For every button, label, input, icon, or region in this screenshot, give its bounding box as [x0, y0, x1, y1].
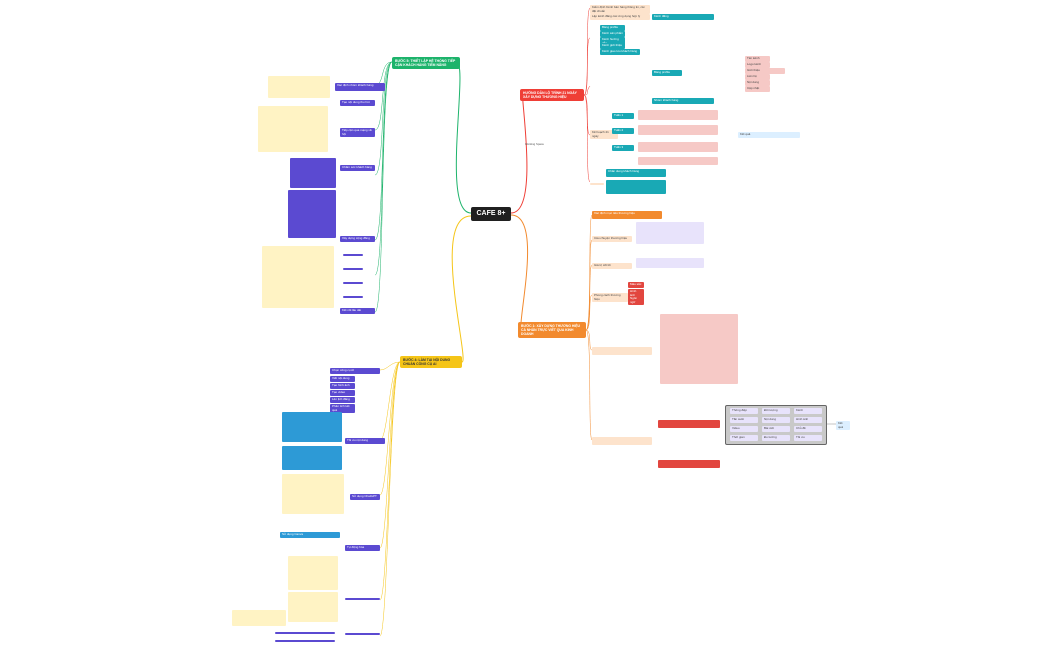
b4-tag-end-1[interactable]: [345, 633, 380, 635]
b5-note-2: [262, 246, 334, 308]
b5-tag-2[interactable]: [343, 282, 363, 284]
week-plan-item-4[interactable]: Tuần 2: [612, 128, 634, 134]
b4-tag-end-2[interactable]: [275, 632, 335, 634]
b1-item-1: Câu chuyện thương hiệu: [592, 236, 632, 242]
week-detail-1: [638, 110, 718, 120]
b5-tag-1[interactable]: [343, 268, 363, 270]
profile-item-2: Giới thiệu: [745, 68, 785, 74]
right-top-item-7[interactable]: Kênh giao lưu khách hàng: [600, 49, 640, 55]
b4-item-8[interactable]: Sử dụng Canva: [280, 532, 340, 538]
profile-item-0: Tên kênh: [745, 56, 770, 62]
right-top-item-6[interactable]: Kênh giới thiệu: [600, 43, 625, 49]
b1-brand-detail: [660, 314, 738, 384]
root-node[interactable]: CAFE 8+: [471, 207, 511, 221]
b4-note-1: [288, 556, 338, 590]
b5-item-0[interactable]: Xác định nhóm khách hàng: [335, 83, 385, 91]
result-note: Kết quả: [738, 132, 800, 138]
b1-content-red-1[interactable]: [658, 420, 720, 428]
b5-tag-0[interactable]: [343, 254, 363, 256]
grid-cell-7: Bài viết: [762, 426, 790, 432]
grid-cell-11: Tối ưu: [794, 435, 822, 441]
b4-note-2: [288, 592, 338, 622]
b4-item-5[interactable]: Phân tích kết quả: [330, 404, 355, 414]
b5-item-4[interactable]: Xây dựng cộng đồng: [340, 236, 375, 242]
b1-content-red-2[interactable]: [658, 460, 720, 468]
grid-cell-6: Video: [730, 426, 758, 432]
b1-brand-item: [592, 347, 652, 355]
b5-item-5[interactable]: Kết nối lâu dài: [340, 308, 375, 314]
week-plan-item-5[interactable]: Tuần 3: [612, 145, 634, 151]
b1-item-2: Giá trị cốt lõi: [592, 263, 632, 269]
branch-step-5[interactable]: BƯỚC 5: THIẾT LẬP HỆ THỐNG TIẾP CẬN KHÁC…: [392, 57, 460, 69]
b4-item-0[interactable]: Chọn công cụ AI: [330, 368, 380, 374]
branch-step-4[interactable]: BƯỚC 4: LÀM TẠI NỘI DUNG CHUẨN CÔNG CỤ A…: [400, 356, 462, 368]
b4-item-9[interactable]: Tự động hóa: [345, 545, 380, 551]
profile-item-5: Cập nhật: [745, 86, 770, 92]
b1-item-5[interactable]: Hình ảnh: [628, 289, 644, 299]
b4-item-3[interactable]: Tạo video: [330, 390, 355, 396]
b5-item-3[interactable]: Chăm sóc khách hàng: [340, 165, 375, 171]
b4-item-2[interactable]: Tạo hình ảnh: [330, 383, 355, 389]
b1-item-4[interactable]: Màu sắc: [628, 282, 644, 288]
grid-cell-0: Thông điệp: [730, 408, 758, 414]
grid-cell-4: Nội dung: [762, 417, 790, 423]
b4-item-4[interactable]: Lên lịch đăng: [330, 397, 355, 403]
profile-item-1: Logo kênh: [745, 62, 770, 68]
grid-cell-3: Tần suất: [730, 417, 758, 423]
b1-item-0[interactable]: Xác định mục tiêu thương hiệu: [592, 211, 662, 219]
grid-cell-5: Hình ảnh: [794, 417, 822, 423]
grid-cell-2: Kênh: [794, 408, 822, 414]
week-plan-item-1[interactable]: Chân dung khách hàng: [606, 169, 666, 177]
b1-item-2-detail: [636, 258, 704, 268]
b1-item-1-detail: [636, 222, 704, 244]
profile-item-4: Nội dung: [745, 80, 770, 86]
b5-item-1[interactable]: Tạo nội dung thu hút: [340, 100, 375, 106]
b5-purple-block-1[interactable]: [288, 190, 336, 238]
b5-item-2[interactable]: Tiếp cận qua mạng xã hội: [340, 128, 375, 138]
b4-blue-block-1[interactable]: [282, 446, 342, 470]
b1-item-6[interactable]: Ngôn ngữ: [628, 296, 644, 306]
week-plan-item-3[interactable]: Tuần 1: [612, 113, 634, 119]
profile-header[interactable]: Bảng profile: [652, 70, 682, 76]
right-top-item-5[interactable]: Kênh hướng dẫn: [600, 37, 625, 47]
right-top-item-1: Lập kênh đăng các ứng dụng hợp lý: [590, 14, 650, 20]
grid-cell-10: Đo lường: [762, 435, 790, 441]
b5-purple-block-0[interactable]: [290, 158, 336, 188]
right-top-item-0: Kiểm định Kênh bán hàng thông tin, cài đ…: [590, 5, 650, 15]
right-top-item-4[interactable]: Kênh sản phẩm: [600, 31, 625, 37]
b1-item-3: Phong cách thương hiệu: [592, 293, 628, 303]
week-detail-3: [638, 142, 718, 152]
b4-item-1[interactable]: Viết nội dung: [330, 376, 355, 382]
b5-note-0: [268, 76, 330, 98]
grid-cell-8: Chủ đề: [794, 426, 822, 432]
branch-step-1[interactable]: BƯỚC 1: XÂY DỰNG THƯƠNG HIỆU CÁ NHÂN TRỰ…: [518, 322, 586, 338]
b5-note-1: [258, 106, 328, 152]
b4-note-3: [232, 610, 286, 626]
b4-item-6[interactable]: Tối ưu nội dung: [345, 438, 385, 444]
b4-tag-end-0[interactable]: [345, 598, 380, 600]
week-detail-4: [638, 157, 718, 165]
week-summary[interactable]: [606, 180, 666, 194]
week-summary-label: [590, 183, 604, 185]
b4-item-7[interactable]: Sử dụng ChatGPT: [350, 494, 380, 500]
grid-cell-1: Đối tượng: [762, 408, 790, 414]
b4-tag-end-3[interactable]: [275, 640, 335, 642]
week-detail-2: [638, 125, 718, 135]
grid-cell-9: Thời gian: [730, 435, 758, 441]
week-plan-item-2: Kế hoạch 21 ngày: [590, 130, 618, 140]
b5-tag-3[interactable]: [343, 296, 363, 298]
working-space-note: Working Space: [525, 143, 544, 146]
grid-side-label: Kết quả: [836, 421, 850, 431]
branch-21-days[interactable]: HƯỚNG DẪN LỘ TRÌNH 21 NGÀY XÂY DỰNG THƯƠ…: [520, 89, 584, 101]
b4-note-0: [282, 474, 344, 514]
b1-content-item: [592, 437, 652, 445]
week-plan-item-0[interactable]: Nhóm khách hàng: [652, 98, 714, 104]
profile-item-3: Liên hệ: [745, 74, 770, 80]
b4-blue-block-0[interactable]: [282, 412, 342, 442]
right-top-item-3[interactable]: Bảng profile: [600, 25, 625, 31]
right-top-item-2[interactable]: Kênh đăng: [652, 14, 714, 20]
